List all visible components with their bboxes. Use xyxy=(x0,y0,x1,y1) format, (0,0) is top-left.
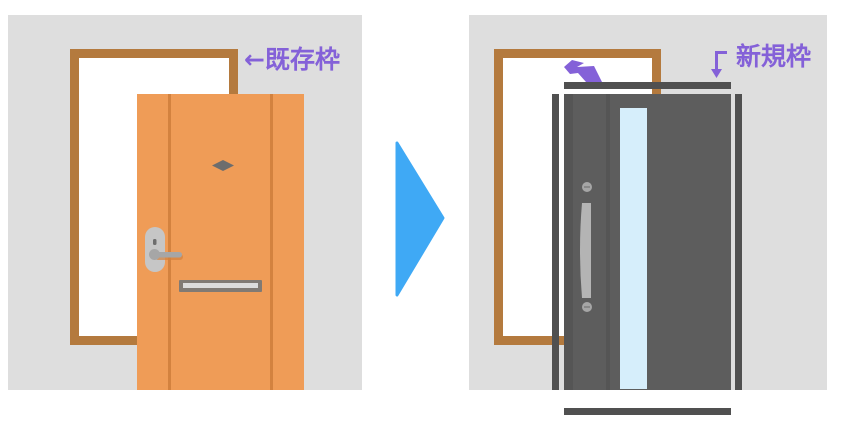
old-door xyxy=(137,94,304,390)
new-frame-sill xyxy=(564,408,731,415)
new-door-edge-strip xyxy=(564,94,573,390)
glass-window xyxy=(620,108,647,389)
peephole-icon xyxy=(212,156,234,171)
new-frame-label: 新規枠 xyxy=(736,42,812,71)
insert-arrow-icon xyxy=(564,58,606,88)
new-frame-head xyxy=(564,82,731,89)
new-frame-post-right xyxy=(735,94,742,390)
new-door-stile xyxy=(606,94,610,390)
old-door-stile-right xyxy=(270,94,273,390)
play-arrow-icon xyxy=(395,141,445,297)
new-door xyxy=(564,94,731,390)
new-frame-post-left xyxy=(552,94,559,390)
existing-frame-label: ←既存枠 xyxy=(244,45,340,74)
old-door-stile-left xyxy=(168,94,171,390)
mail-slot xyxy=(179,280,262,292)
down-pointer-arrow-icon xyxy=(711,51,731,79)
door-handle-icon xyxy=(144,226,184,274)
pull-handle-icon xyxy=(578,178,596,312)
